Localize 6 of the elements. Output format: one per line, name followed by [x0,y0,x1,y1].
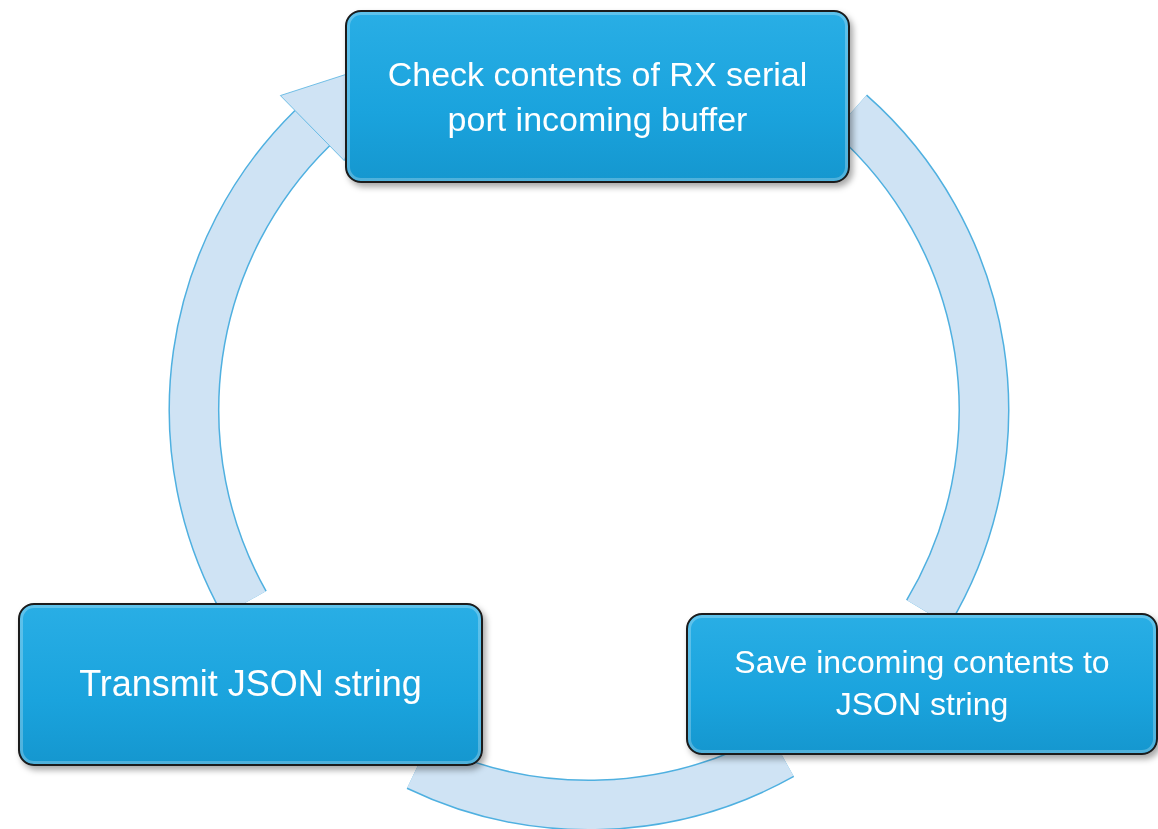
process-box [345,10,850,183]
box-label: Check contents of RX serial port incoming buffer [386,54,809,140]
process-box [686,613,1158,755]
box-label: Save incoming contents to JSON string [733,643,1111,724]
process-box [18,603,483,766]
box-label: Transmit JSON string [79,662,422,707]
